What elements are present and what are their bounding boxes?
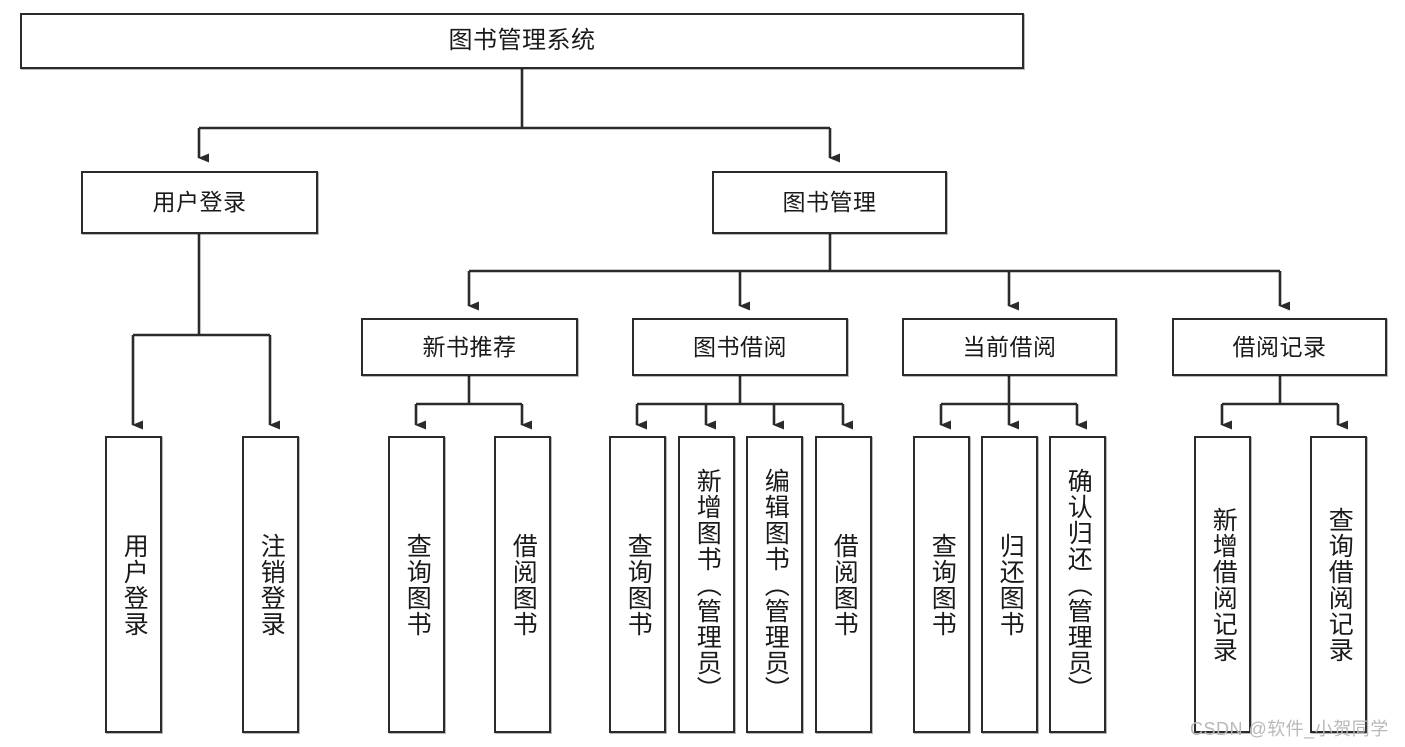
leaf-book-borrow-edit[interactable]: 编辑图书（管理员）	[746, 436, 803, 733]
node-label: 当前借阅	[962, 333, 1057, 360]
node-book-management[interactable]: 图书管理	[712, 171, 947, 234]
node-label: 查询借阅记录	[1325, 506, 1354, 663]
leaf-user-login-signout[interactable]: 注销登录	[242, 436, 299, 733]
node-label: 图书借阅	[693, 333, 787, 360]
node-book-borrow[interactable]: 图书借阅	[632, 318, 848, 376]
watermark-text: CSDN @软件_小贺同学	[1190, 719, 1389, 739]
node-label: 借阅图书	[509, 532, 538, 637]
node-label: 归还图书	[996, 532, 1025, 637]
leaf-current-borrow-confirm-return[interactable]: 确认归还（管理员）	[1049, 436, 1106, 733]
node-label: 查询图书	[403, 532, 432, 637]
leaf-book-borrow-add[interactable]: 新增图书（管理员）	[678, 436, 735, 733]
leaf-user-login-signin[interactable]: 用户登录	[105, 436, 162, 733]
node-label: 借阅图书	[830, 532, 859, 637]
node-book-management-system[interactable]: 图书管理系统	[20, 13, 1024, 69]
leaf-book-borrow-query[interactable]: 查询图书	[609, 436, 666, 733]
node-borrow-record[interactable]: 借阅记录	[1172, 318, 1387, 376]
leaf-borrow-record-add[interactable]: 新增借阅记录	[1194, 436, 1251, 733]
node-label: 查询图书	[928, 532, 957, 637]
leaf-new-book-borrow[interactable]: 借阅图书	[494, 436, 551, 733]
node-current-borrow[interactable]: 当前借阅	[902, 318, 1117, 376]
node-label: 新增借阅记录	[1209, 506, 1238, 663]
node-label: 借阅记录	[1232, 333, 1327, 360]
node-label: 新增图书（管理员）	[693, 467, 722, 702]
leaf-borrow-record-query[interactable]: 查询借阅记录	[1310, 436, 1367, 733]
node-label: 用户登录	[120, 532, 149, 637]
node-new-book-recommend[interactable]: 新书推荐	[361, 318, 578, 376]
node-label: 确认归还（管理员）	[1064, 467, 1093, 702]
leaf-current-borrow-query[interactable]: 查询图书	[913, 436, 970, 733]
node-label: 注销登录	[257, 532, 286, 637]
node-label: 编辑图书（管理员）	[761, 467, 790, 702]
node-label: 图书管理系统	[448, 27, 596, 55]
node-label: 查询图书	[624, 532, 653, 637]
leaf-current-borrow-return[interactable]: 归还图书	[981, 436, 1038, 733]
node-user-login[interactable]: 用户登录	[81, 171, 318, 234]
node-label: 新书推荐	[422, 333, 517, 360]
node-label: 图书管理	[782, 189, 877, 216]
node-label: 用户登录	[152, 189, 247, 216]
leaf-new-book-query[interactable]: 查询图书	[388, 436, 445, 733]
leaf-book-borrow-lend[interactable]: 借阅图书	[815, 436, 872, 733]
